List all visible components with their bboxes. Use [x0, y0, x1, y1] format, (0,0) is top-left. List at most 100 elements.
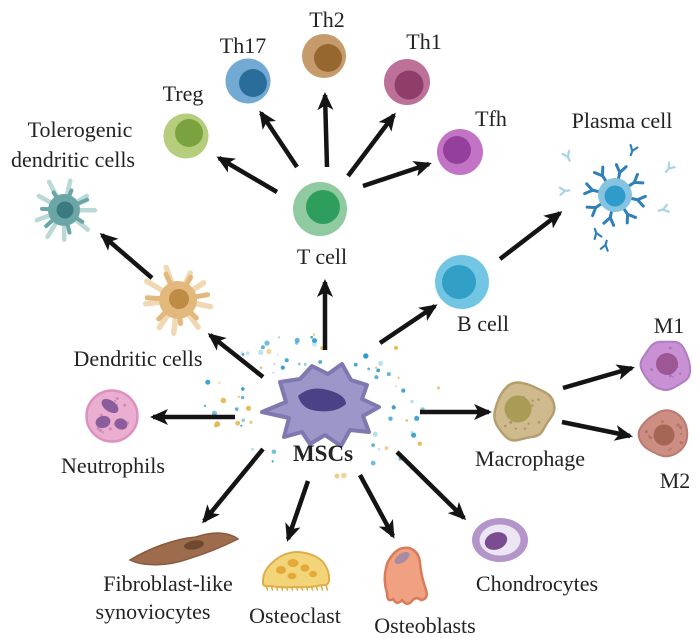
antibody-icon [585, 202, 603, 218]
antibody-icon [622, 207, 638, 225]
arrow-msc-to-fibroblast [202, 447, 265, 524]
arrow-msc-to-b-cell [378, 304, 438, 345]
neutrophil-lobe [95, 415, 111, 429]
arrow-macrophage-to-m2 [561, 419, 633, 441]
osteoclast-label: Osteoclast [249, 603, 341, 628]
fibroblast-label-line1: Fibroblast-like [103, 571, 233, 596]
b-cell-node [435, 255, 489, 309]
plasma-antibodies [558, 143, 676, 252]
th17-nucleus [239, 69, 267, 97]
antibody-icon [657, 203, 670, 213]
arrow-msc-to-dendritic-cells [207, 333, 265, 379]
arrow-msc-to-osteoblasts [358, 473, 395, 539]
fibroblast-node [128, 532, 240, 566]
dendritic-cells-node [142, 264, 214, 336]
th2-nucleus [314, 44, 342, 72]
msc-cell [260, 362, 381, 448]
t-cell-nucleus [306, 190, 340, 224]
arrow-macrophage-to-m1 [562, 364, 635, 391]
antibody-icon [583, 182, 600, 196]
antibody-icon [664, 161, 676, 174]
antibody-icon [627, 172, 645, 188]
treg-nucleus [175, 119, 203, 147]
arrow-t-cell-to-th1 [346, 112, 396, 178]
tfh-nucleus [443, 136, 471, 164]
osteoblasts-label: Osteoblasts [374, 613, 475, 638]
chondrocyte-nucleus [484, 532, 508, 550]
t-cell-label: T cell [297, 244, 347, 269]
chondrocytes-label: Chondrocytes [476, 571, 598, 596]
msc-label: MSCs [293, 441, 353, 466]
m2-label: M2 [660, 468, 691, 493]
arrow-b-cell-to-plasma-cell [498, 211, 563, 261]
neutrophil-nuclei [95, 398, 128, 430]
neutrophils-label: Neutrophils [61, 453, 165, 478]
osteoclast-nucleus [287, 572, 297, 580]
macrophage-node [493, 381, 556, 442]
fibroblast-body [128, 532, 240, 566]
m2-nucleus [653, 424, 675, 446]
th1-nucleus [394, 70, 424, 100]
tolerogenic-nucleus [56, 201, 74, 219]
antibody-icon [561, 149, 571, 162]
osteoblasts-node [383, 546, 429, 605]
tfh-label: Tfh [475, 106, 507, 131]
th17-label: Th17 [220, 33, 266, 58]
antibody-icon [614, 163, 628, 180]
m1-node [639, 340, 692, 391]
dendritic-nucleus [169, 289, 189, 309]
osteoclast-nuclei [276, 559, 317, 580]
antibody-icon [593, 227, 603, 241]
antibody-icon [630, 194, 647, 208]
arrow-t-cell-to-tfh [362, 161, 432, 189]
msc-secretion-speckles [203, 333, 440, 479]
tolerogenic-label-line1: Tolerogenic [28, 117, 133, 142]
b-cell-label: B cell [457, 311, 509, 336]
arrow-dendritic-to-tolerogenic [99, 233, 154, 280]
neutrophils-node [85, 389, 139, 443]
osteoclast-nucleus [300, 564, 310, 572]
antibody-icon [558, 186, 571, 196]
plasma-cell-nucleus [604, 185, 626, 207]
plasma-cell-node [558, 143, 676, 252]
osteoclast-body [261, 550, 331, 589]
m1-nucleus [656, 353, 678, 375]
th17-node [225, 58, 271, 104]
fibroblast-nucleus [184, 540, 204, 550]
dendritic-cells-label: Dendritic cells [74, 346, 203, 371]
neutrophil-body [85, 389, 139, 443]
chondrocytes-node [472, 518, 528, 562]
osteoblast-patch [394, 551, 410, 565]
antibody-icon [599, 239, 609, 252]
arrows [99, 92, 635, 542]
osteoclast-nucleus [276, 566, 286, 574]
fibroblast-label-line2: synoviocytes [96, 599, 211, 624]
m1-label: M1 [654, 313, 685, 338]
antibody-icon [629, 143, 639, 157]
plasma-cell-label: Plasma cell [572, 108, 673, 133]
neutrophil-lobe [114, 418, 128, 430]
tfh-node [437, 129, 483, 175]
th1-node [384, 59, 430, 105]
tolerogenic-dc-node [34, 178, 98, 242]
msc-nucleus [298, 388, 346, 412]
treg-label: Treg [163, 81, 204, 106]
t-cell-node [293, 182, 347, 236]
neutrophil-lobe [101, 398, 119, 414]
macrophage-label: Macrophage [475, 446, 585, 471]
arrow-msc-to-chondrocytes [395, 450, 467, 521]
osteoclast-nucleus [309, 570, 317, 578]
osteoclast-nucleus [287, 559, 299, 567]
macrophage-nucleus [504, 395, 532, 423]
m2-granules [645, 420, 683, 451]
arrow-t-cell-to-th2 [317, 92, 334, 168]
th2-label: Th2 [309, 7, 344, 32]
labels: Th2 Th17 Treg Th1 Tfh Plasma cell T cell… [11, 7, 690, 638]
b-cell-nucleus [442, 265, 476, 299]
treg-node [163, 113, 209, 159]
antibody-icon [602, 210, 616, 227]
arrow-t-cell-to-th17 [259, 110, 299, 169]
antibody-icon [592, 165, 608, 183]
osteoclast-node [261, 550, 331, 591]
